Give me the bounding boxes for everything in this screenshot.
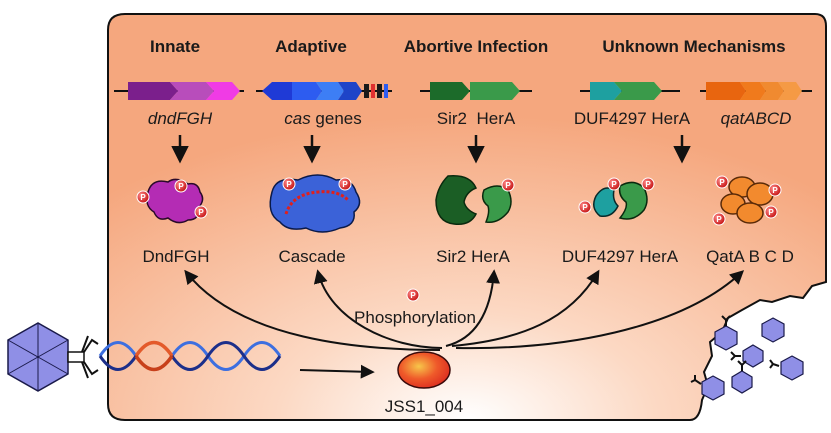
header-abortive-infection: Abortive Infection	[404, 37, 549, 56]
arrow-to-dndfgh	[184, 269, 441, 351]
gene-label-duf4297-hera: DUF4297 HerA	[574, 109, 691, 128]
protein-label-cascade: Cascade	[278, 247, 345, 266]
arrow-to-duf4297-hera	[451, 269, 600, 347]
phosphate-group: P	[136, 190, 150, 204]
protein-label-sir2-hera: Sir2 HerA	[436, 247, 510, 266]
protein-sir2-shape	[435, 175, 478, 226]
phosphate-group: P	[712, 212, 726, 226]
phosphate-group: P	[282, 177, 296, 191]
protein-label-duf4297-hera: DUF4297 HerA	[562, 247, 679, 266]
svg-text:P: P	[198, 208, 204, 217]
protein-label-dndfgh: DndFGH	[142, 247, 209, 266]
phosphate-group: P	[501, 178, 515, 192]
header-unknown-mechanisms: Unknown Mechanisms	[602, 37, 785, 56]
gene-label-qatabcd: qatABCD	[721, 109, 792, 128]
phosphate-group: P	[174, 179, 188, 193]
gene-label-dndfgh: dndFGH	[148, 109, 213, 128]
svg-text:P: P	[140, 193, 146, 202]
gene-label-cas: cas genes	[284, 109, 362, 128]
phage-icon	[7, 322, 99, 392]
svg-text:P: P	[286, 180, 292, 189]
svg-text:P: P	[716, 215, 722, 224]
gene-cluster-dndfgh	[114, 82, 244, 100]
phosphorylation-arrows	[184, 269, 745, 351]
svg-text:P: P	[768, 208, 774, 217]
gene-label-sir2-hera: Sir2 HerA	[437, 109, 516, 128]
kinase-jss1-004-shape	[397, 351, 451, 389]
protein-label-qatabcd: QatA B C D	[706, 247, 794, 266]
phosphate-group: P	[768, 183, 782, 197]
header-innate: Innate	[150, 37, 200, 56]
gene-cluster-duf4297-hera	[580, 82, 680, 100]
dna-helix-icon	[98, 340, 282, 372]
svg-text:P: P	[342, 180, 348, 189]
svg-text:P: P	[645, 180, 651, 189]
protein-duf4297-shape	[593, 187, 619, 218]
header-adaptive: Adaptive	[275, 37, 347, 56]
phosphorylation-label: Phosphorylation	[354, 308, 476, 327]
phosphate-group: P	[607, 177, 621, 191]
svg-text:P: P	[719, 178, 725, 187]
arrow-to-qatabcd	[455, 270, 745, 350]
protein-qatabcd-shape	[720, 176, 774, 224]
phosphate-group: P	[194, 205, 208, 219]
svg-text:P: P	[772, 186, 778, 195]
gene-cluster-sir2-hera	[420, 82, 532, 100]
phosphate-group: P	[641, 177, 655, 191]
phosphate-group: P	[578, 200, 592, 214]
svg-text:P: P	[611, 180, 617, 189]
arrow-to-hera	[445, 269, 501, 347]
phage-particles-icon	[690, 315, 804, 401]
svg-text:P: P	[505, 181, 511, 190]
phosphate-group: P	[715, 175, 729, 189]
kinase-label: JSS1_004	[385, 397, 463, 416]
arrow-to-cascade	[313, 269, 443, 349]
gene-cluster-qatabcd	[700, 82, 812, 100]
svg-text:P: P	[178, 182, 184, 191]
phosphate-group: P	[764, 205, 778, 219]
arrow-dna-to-kinase	[299, 364, 375, 379]
gene-cluster-cas	[256, 82, 392, 100]
svg-text:P: P	[410, 291, 416, 300]
svg-text:P: P	[582, 203, 588, 212]
phosphate-group: P	[338, 177, 352, 191]
expression-arrows	[171, 135, 691, 164]
phosphate-group: P	[406, 288, 420, 302]
